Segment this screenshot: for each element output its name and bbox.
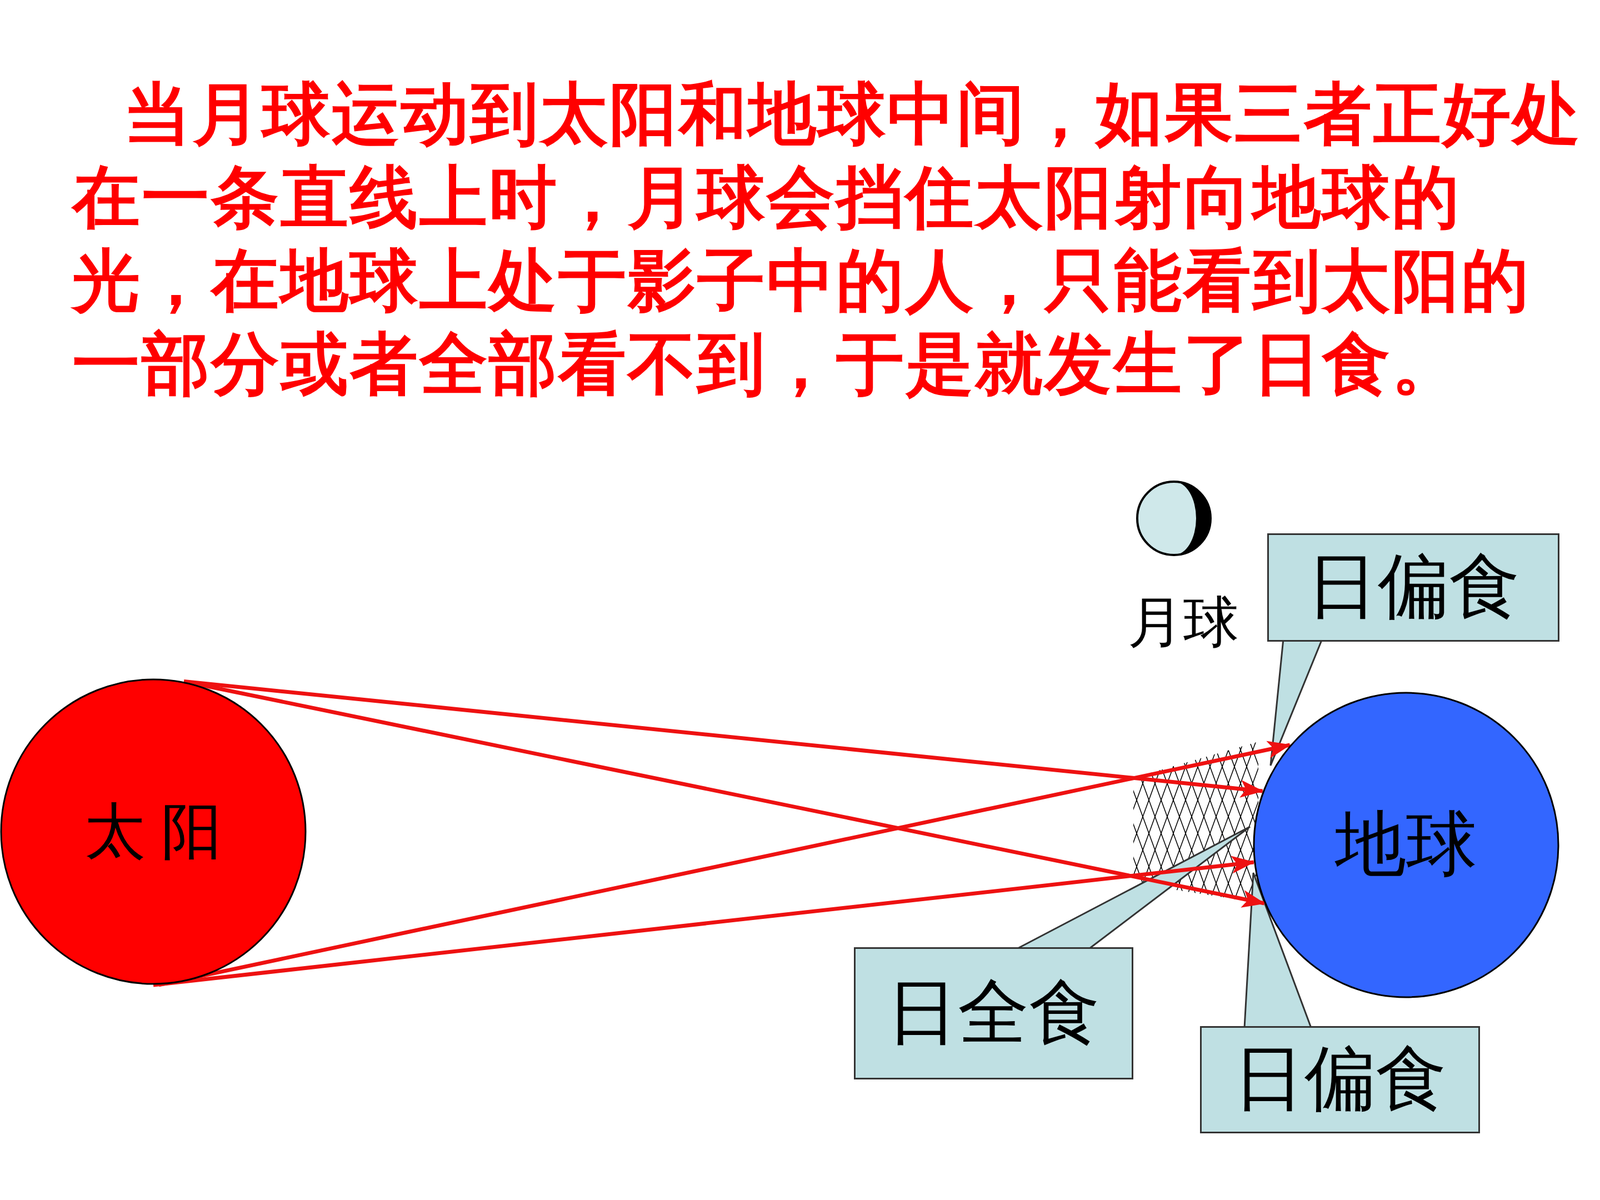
- moon-label: 月球: [1127, 590, 1239, 655]
- explanation-text: 当月球运动到太阳和地球中间，如果三者正好处在一条直线上时，月球会挡住太阳射向地球…: [72, 72, 1584, 406]
- callout-box: 日偏食: [1267, 533, 1560, 642]
- light-ray: [188, 682, 1265, 904]
- sun-circle: 太 阳: [0, 678, 307, 985]
- moon-outline: [1135, 479, 1213, 558]
- callout-label: 日全食: [886, 972, 1100, 1054]
- light-ray: [183, 681, 1263, 792]
- callout-box: 日偏食: [1200, 1026, 1480, 1134]
- moon-figure: 月球: [1135, 479, 1213, 558]
- callout-label: 日偏食: [1233, 1038, 1447, 1120]
- body-label: 太 阳: [84, 796, 223, 868]
- earth-circle: 地球: [1252, 691, 1560, 999]
- callout-box: 日全食: [853, 947, 1134, 1080]
- callout-tail: [1016, 826, 1250, 949]
- callout-label: 日偏食: [1306, 546, 1520, 628]
- body-label: 地球: [1335, 803, 1478, 886]
